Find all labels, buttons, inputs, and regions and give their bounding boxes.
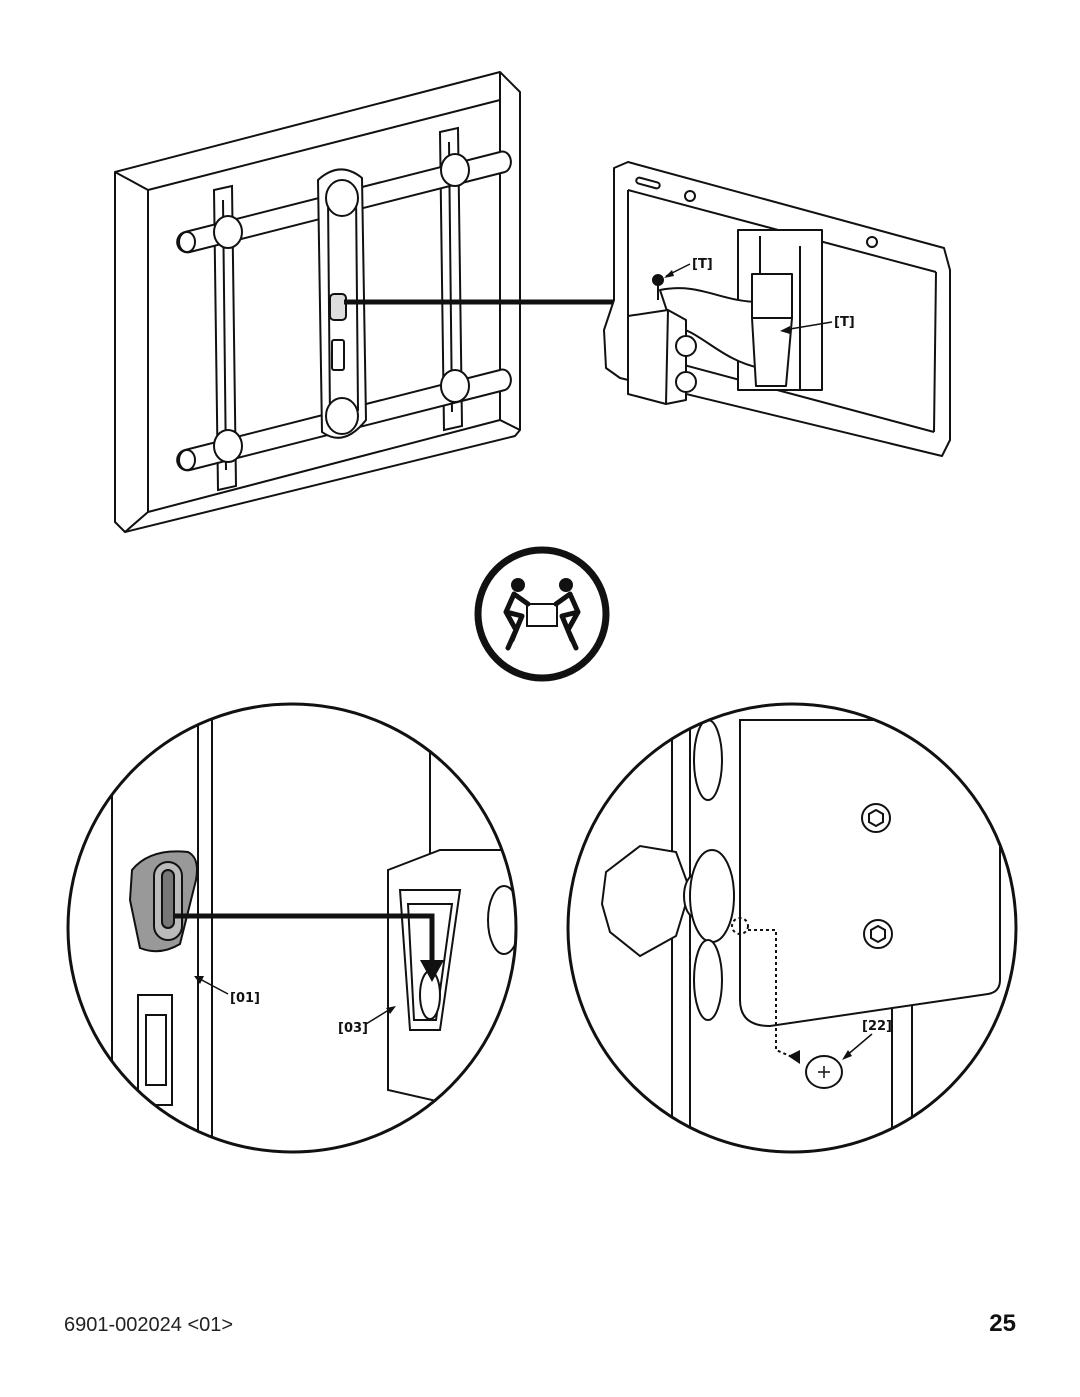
two-person-lift-icon [474,546,610,682]
detail-security-screw: [22] [566,702,1018,1154]
tv-brackets [176,126,512,492]
svg-text:[22]: [22] [862,1019,892,1034]
svg-text:[03]: [03] [338,1021,368,1036]
callout-t-arm: [T] [780,315,855,334]
svg-text:[01]: [01] [230,991,260,1006]
page-number: 25 [989,1310,1016,1337]
wall-mount-arm [603,161,951,457]
document-number: 6901-002024 <01> [64,1314,234,1336]
svg-text:[T]: [T] [834,315,855,330]
detail-hook-engagement: [01] [03] [66,702,518,1154]
callout-t-top: [T] [664,257,713,278]
svg-text:[T]: [T] [692,257,713,272]
